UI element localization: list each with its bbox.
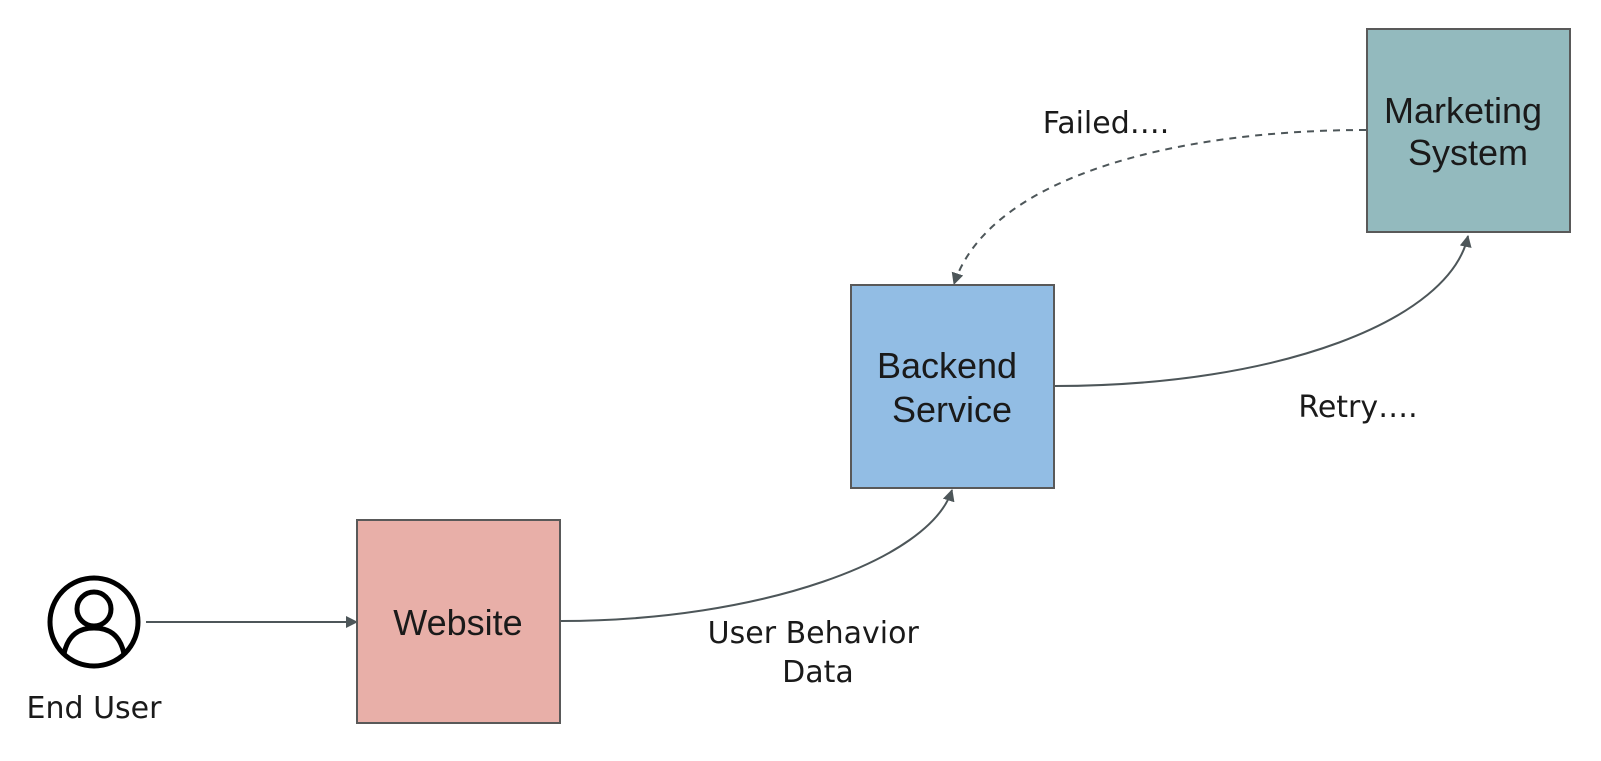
marketing-system-node[interactable]: Marketing System <box>1366 28 1571 233</box>
edge-label-retry: Retry…. <box>1298 390 1417 425</box>
marketing-label-line2: System <box>1408 132 1528 173</box>
edge-backend-to-marketing <box>1054 235 1472 387</box>
backend-label-line2: Service <box>892 389 1012 430</box>
backend-service-label: Backend Service <box>877 345 1027 430</box>
marketing-system-label: Marketing System <box>1384 90 1552 173</box>
edge-website-to-backend <box>560 489 955 622</box>
edge-label-user-behavior-data: User Behavior Data <box>708 616 929 690</box>
website-label: Website <box>393 602 522 643</box>
edge-label-failed: Failed…. <box>1043 106 1170 141</box>
edge-label-user-behavior-line1: User Behavior <box>708 616 920 651</box>
user-circle-icon <box>47 575 141 669</box>
edge-marketing-to-backend <box>951 129 1367 285</box>
backend-service-node[interactable]: Backend Service <box>850 284 1055 489</box>
end-user-label: End User <box>27 691 163 726</box>
backend-label-line1: Backend <box>877 345 1017 386</box>
end-user-actor: End User <box>27 575 163 726</box>
edge-label-user-behavior-line2: Data <box>782 655 854 690</box>
marketing-label-line1: Marketing <box>1384 90 1542 131</box>
website-node[interactable]: Website <box>356 519 561 724</box>
